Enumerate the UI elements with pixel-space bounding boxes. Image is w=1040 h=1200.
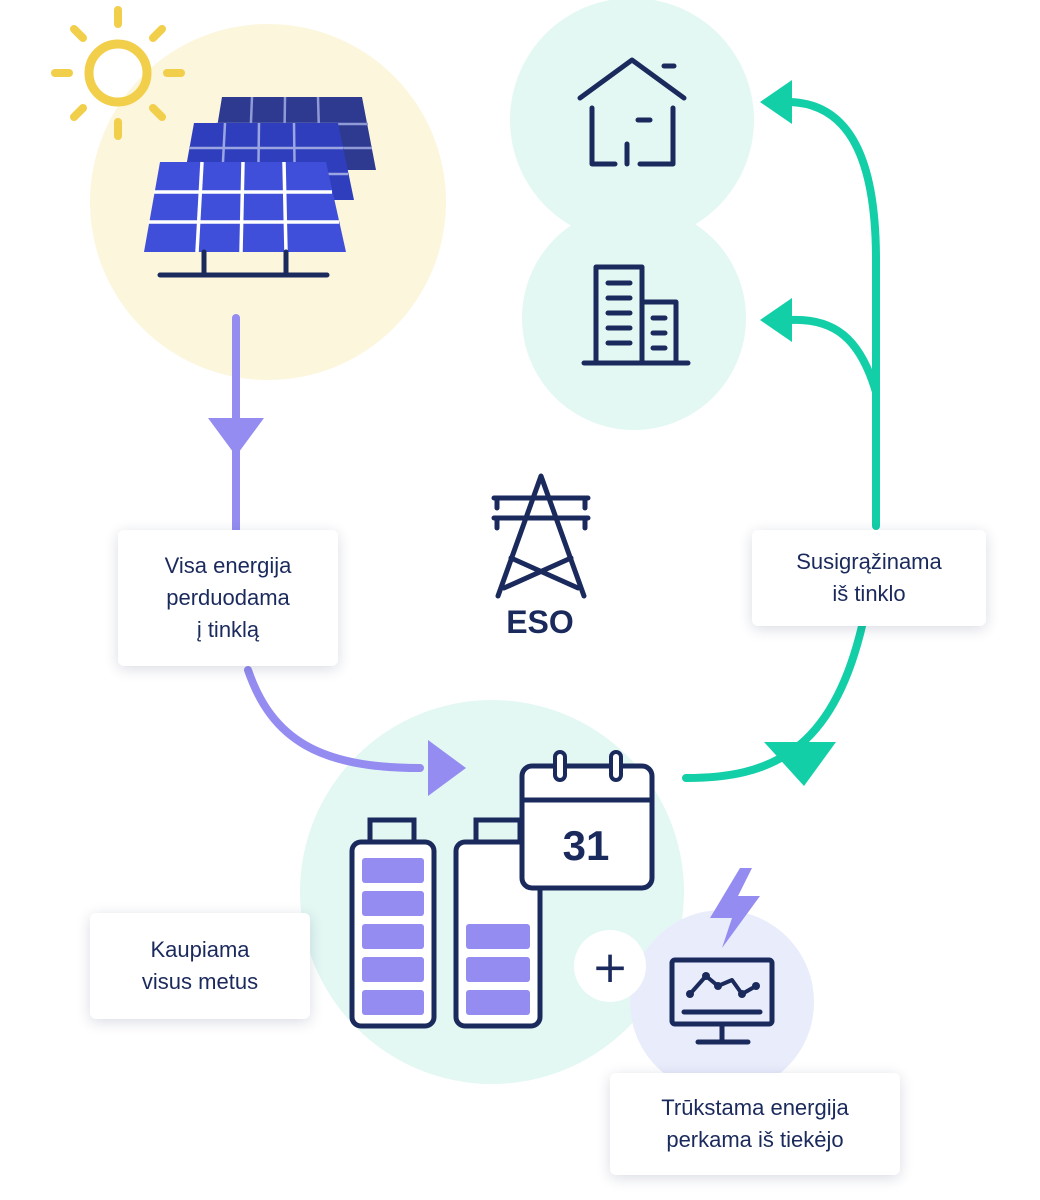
calendar-day: 31 — [563, 822, 610, 869]
card-line: perkama iš tiekėjo — [666, 1127, 844, 1152]
return-arrowhead-storage — [764, 742, 836, 786]
card-line: visus metus — [141, 969, 259, 994]
card-line: Visa energija — [164, 553, 292, 578]
eso-label: ESO — [506, 604, 574, 640]
supplier-purchase-card: Trūkstama energija perkama iš tiekėjo — [610, 1073, 900, 1175]
export-flow-arrow — [208, 314, 466, 796]
battery-icon — [349, 817, 437, 1029]
return-arrowhead-house — [760, 80, 792, 124]
house-icon — [577, 57, 687, 167]
card-line: iš tinklo — [832, 581, 906, 606]
export-to-grid-card: Visa energija perduodama į tinklą — [118, 530, 338, 666]
return-from-grid-card: Susigrąžinama iš tinklo — [752, 530, 986, 626]
solar-panel-icon — [144, 96, 376, 278]
lightning-icon — [710, 868, 760, 948]
battery-icon — [453, 817, 543, 1029]
office-building-icon — [581, 264, 691, 366]
yearly-storage-card: Kaupiama visus metus — [90, 913, 310, 1019]
supplier-background-circle — [630, 910, 814, 1094]
plus-sign: + — [592, 942, 629, 993]
card-line: Kaupiama — [150, 937, 250, 962]
card-line: į tinklą — [196, 617, 260, 642]
plus-icon: + — [574, 930, 646, 1002]
house-background-circle — [510, 0, 754, 242]
return-arrowhead-building — [760, 298, 792, 342]
card-line: Susigrąžinama — [796, 549, 942, 574]
calendar-icon: 31 — [519, 750, 655, 891]
card-line: Trūkstama energija — [661, 1095, 849, 1120]
monitor-chart-points — [686, 972, 760, 998]
building-background-circle — [522, 206, 746, 430]
power-tower-icon — [491, 473, 591, 599]
sun-icon — [51, 6, 185, 140]
card-line: perduodama — [166, 585, 290, 610]
